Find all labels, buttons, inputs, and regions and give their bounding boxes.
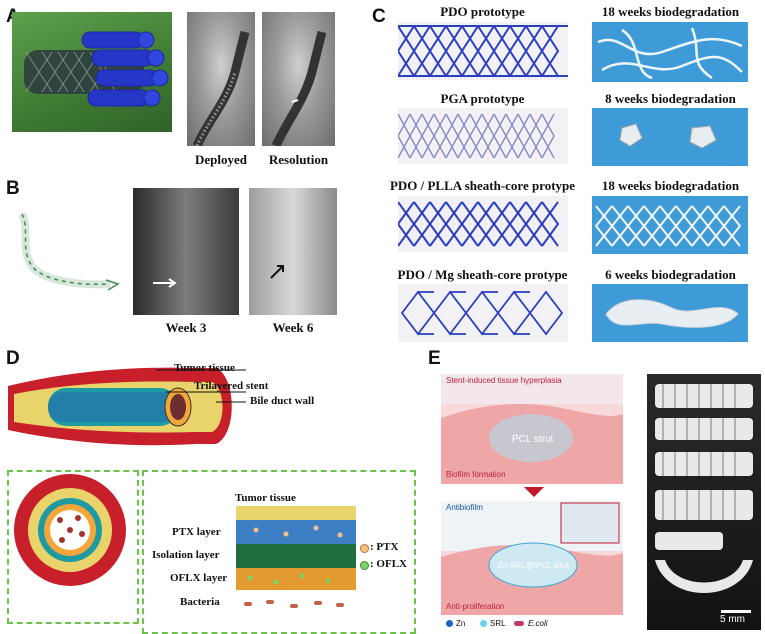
c-right-title-2: 8 weeks biodegradation [605,91,736,106]
pdo-plla-degradation-photo [592,196,748,254]
caption-week6: Week 6 [272,320,314,335]
layer-title-tumor: Tumor tissue [235,492,296,504]
layer-label-oflx: OFLX layer [170,572,228,584]
pdo-mg-mesh [398,284,568,342]
pga-degradation-photo [592,108,748,166]
e-mid-bottom: Anti-proliferation [446,602,505,611]
e-top-text: Stent-induced tissue hyperplasia [446,376,562,385]
helical-stent-drawing [10,200,128,300]
e-legend-zn: Zn [456,619,466,628]
d-label-tumor: Tumor tissue [174,362,235,374]
pdo-plla-mesh [398,196,568,252]
ptx-legend-dot [360,544,369,553]
srl-legend-dot [480,620,487,627]
c-left-title-1: PDO prototype [440,4,525,19]
detail-box-dashed [142,470,416,634]
xray-deployed [187,12,255,146]
panel-c-label: C [372,6,386,27]
scale-bar-label: 5 mm [720,614,745,625]
layer-label-isolation: Isolation layer [152,549,220,561]
pdo-prototype-mesh [398,22,568,80]
c-left-title-3: PDO / PLLA sheath-core protype [389,178,576,193]
e-legend-ecoli: E.coli [528,619,548,628]
legend-oflx: : OFLX [370,558,407,570]
ecoli-legend-icon [514,621,524,626]
e-top-bottom: Biofilm formation [446,470,506,479]
caption-deployed: Deployed [195,152,247,167]
panel-e-label: E [428,348,441,369]
e-down-arrow [524,487,544,497]
e-top-schematic [441,374,623,484]
e-mid-text: Antibiofilm [446,503,483,512]
zn-legend-dot [446,620,453,627]
e-printed-stents-photo [647,374,761,630]
layer-label-bacteria: Bacteria [180,596,220,608]
c-left-title-4: PDO / Mg sheath-core protype [397,267,568,282]
e-mid-schematic [441,501,623,615]
zoom-box-dashed [7,470,139,624]
xray-resolution [262,12,335,146]
c-right-title-1: 18 weeks biodegradation [601,4,740,19]
panel-d-label: D [6,348,20,369]
c-right-title-3: 18 weeks biodegradation [601,178,740,193]
bile-duct-longitudinal-diagram [8,367,246,446]
d-label-stent: Trilayered stent [194,380,269,392]
xray-week6 [249,188,337,315]
e-mid-strut: Zn-SRL@fPCL strut [498,561,569,570]
xray-week3 [133,188,239,315]
trilayer-schematic [236,506,356,608]
c-right-title-4: 6 weeks biodegradation [605,267,736,282]
e-top-strut: PCL strut [512,434,554,445]
pdo-degradation-photo [592,22,748,82]
legend-ptx: : PTX [370,541,399,553]
c-left-title-2: PGA prototype [440,91,525,106]
stent-bundle-photo [12,12,172,132]
layer-label-ptx: PTX layer [172,526,221,538]
oflx-legend-dot [360,561,369,570]
pdo-mg-degradation-photo [592,284,748,342]
bile-duct-cross-section [14,474,126,586]
caption-resolution: Resolution [268,152,329,167]
panel-b-label: B [6,178,20,199]
pga-prototype-mesh [398,108,568,164]
d-label-duct-wall: Bile duct wall [250,395,315,407]
e-legend-srl: SRL [490,619,506,628]
caption-week3: Week 3 [165,320,207,335]
